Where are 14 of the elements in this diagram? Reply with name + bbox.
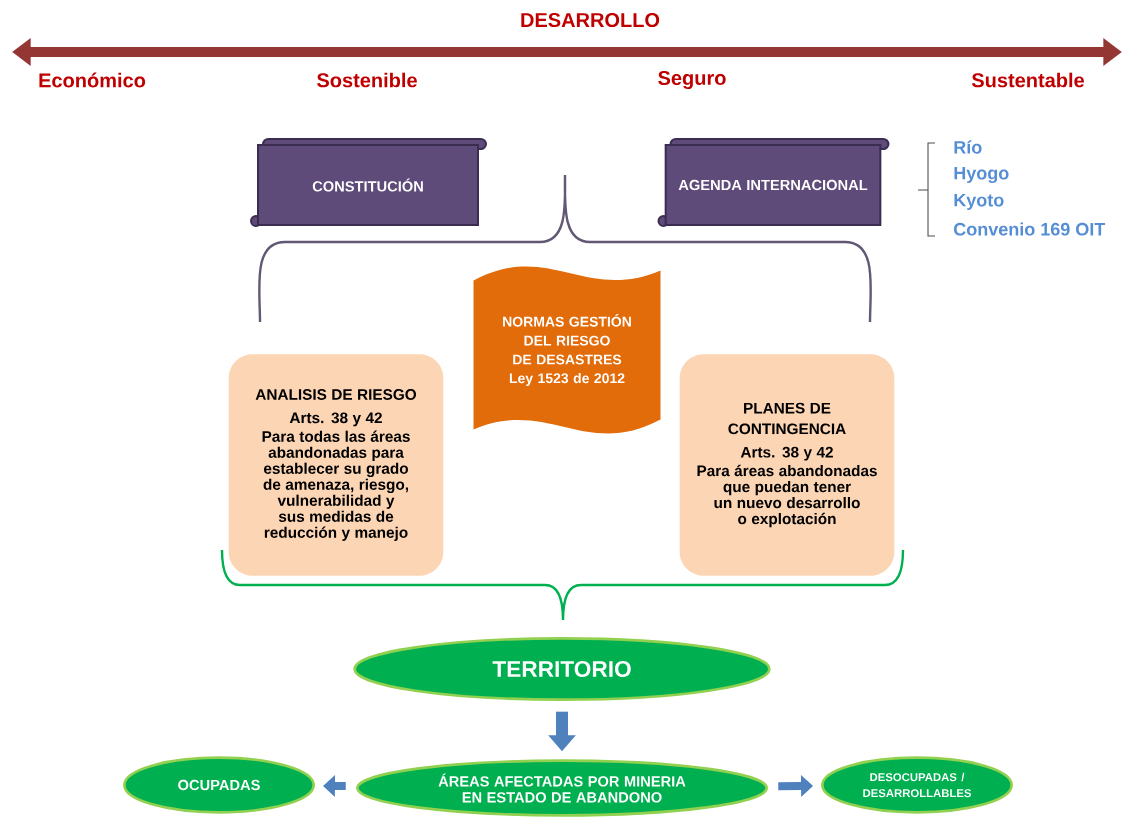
scroll-banner: AGENDA INTERNACIONAL [657, 138, 890, 227]
axis-label: Sostenible [317, 72, 417, 88]
axis-label: Sustentable [971, 72, 1084, 88]
list-item: Convenio 169 OIT [954, 222, 1106, 236]
scroll-banner: CONSTITUCIÓN [250, 138, 487, 227]
axis-label: Económico [39, 72, 146, 88]
rounded-box: PLANES DE CONTINGENCIA Arts. 38 y 42 Para áreas abandonadas que puedan tener un nuevo desarrollo o explotación [679, 354, 895, 576]
list-item: Kyoto [954, 193, 1004, 211]
title: DESARROLLO [521, 12, 660, 28]
axis-label: Seguro [658, 70, 726, 90]
list-item: Río [954, 140, 982, 154]
list-item: Hyogo [954, 166, 1009, 184]
rounded-box: ANALISIS DE RIESGO Arts. 38 y 42 Para todas las áreas abandonadas para establecer su grado de amenaza, riesgo, vulnerabilidad y sus medidas de reducción y manejo [228, 354, 444, 576]
wavy-banner: NORMAS GESTIÓN DEL RIESGO DE DESASTRES Ley 1523 de 2012 [473, 266, 661, 434]
